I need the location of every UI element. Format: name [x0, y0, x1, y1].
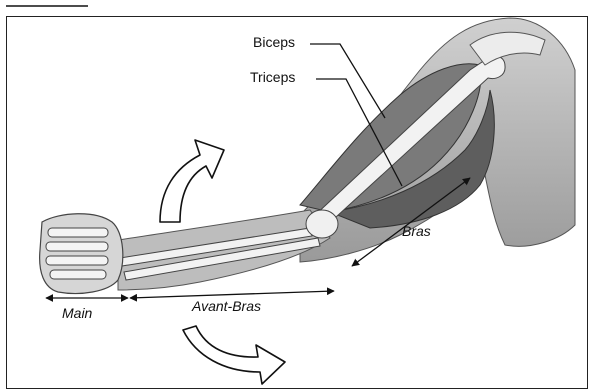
fist	[40, 214, 123, 294]
avant-bras-dimension-arrow	[130, 291, 334, 298]
rotation-arrow-lower	[183, 326, 285, 384]
label-main: Main	[62, 305, 92, 321]
elbow-joint	[306, 210, 338, 238]
rotation-arrow-upper	[160, 140, 224, 222]
label-avant-bras: Avant-Bras	[192, 298, 261, 314]
label-bras: Bras	[402, 223, 431, 239]
label-biceps: Biceps	[253, 34, 295, 50]
label-triceps: Triceps	[250, 69, 295, 85]
